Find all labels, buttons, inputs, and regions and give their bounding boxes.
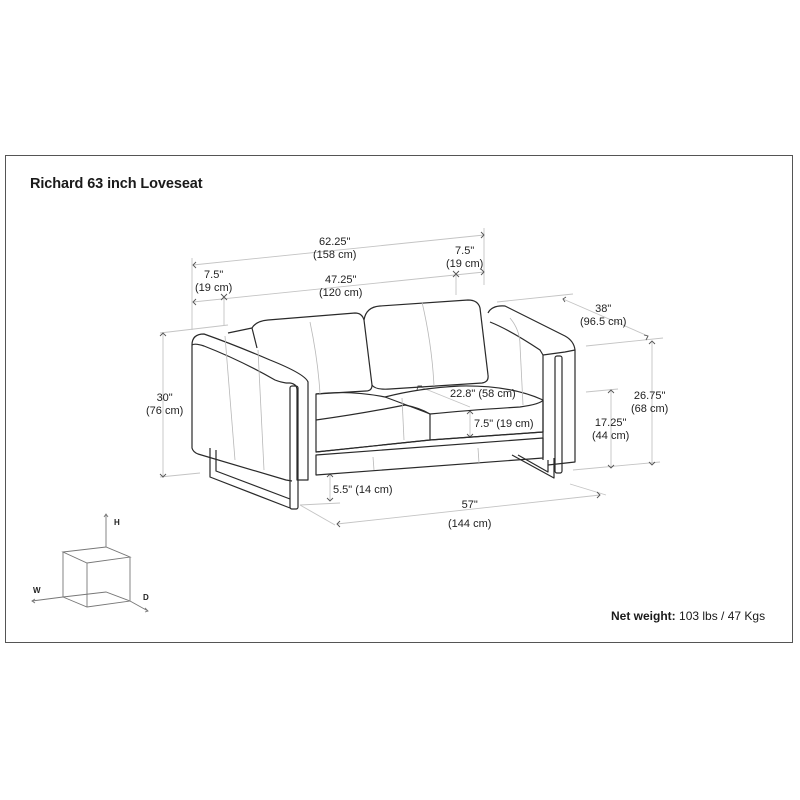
dim-cushion-thickness: 7.5" (19 cm) [474,418,534,431]
dim-left-arm-width: 7.5" (19 cm) [195,269,232,295]
product-title: Richard 63 inch Loveseat [30,176,203,192]
dim-overall-width: 62.25" (158 cm) [313,236,356,262]
dim-inner-width-metric: (120 cm) [319,287,363,299]
dim-depth-metric: (96.5 cm) [580,316,627,328]
sofa-outline [191,299,576,510]
dim-arm-height-imperial: 26.75" [633,390,666,402]
dim-left-arm-metric: (19 cm) [195,282,233,294]
dim-cushion-label: 7.5" (19 cm) [474,418,534,430]
dim-right-arm-metric: (19 cm) [446,258,484,270]
dim-overall-height: 30" (76 cm) [146,392,183,418]
net-weight-value: 103 lbs / 47 Kgs [679,609,766,623]
dim-seat-height-metric: (44 cm) [592,430,630,442]
dim-seat-height-imperial: 17.25" [594,417,627,429]
dimension-arrowheads [159,231,656,528]
dim-overall-width-imperial: 62.25" [318,236,351,248]
dim-right-arm-width: 7.5" (19 cm) [446,245,483,271]
dim-height-imperial: 30" [156,392,173,404]
dimension-lines [159,228,664,526]
dim-arm-height: 26.75" (68 cm) [631,390,668,416]
dim-depth-imperial: 38" [595,303,612,315]
dim-base-width: 57" (144 cm) [448,496,491,534]
dim-clearance-label: 5.5" (14 cm) [333,484,393,496]
dim-inner-width-imperial: 47.25" [324,274,357,286]
dim-seat-depth-label: 22.8" (58 cm) [450,388,516,400]
dim-right-arm-imperial: 7.5" [455,245,475,257]
axes-cube-icon [31,513,149,613]
net-weight-label: Net weight: [611,609,676,623]
seam-lines [224,301,524,471]
dim-height-metric: (76 cm) [146,405,184,417]
dim-left-arm-imperial: 7.5" [204,269,224,281]
dim-overall-depth: 38" (96.5 cm) [580,303,626,329]
dim-inner-width: 47.25" (120 cm) [319,274,362,300]
dim-seat-depth: 22.8" (58 cm) [450,388,516,401]
axis-label-height: H [114,518,120,527]
net-weight: Net weight: 103 lbs / 47 Kgs [611,609,765,623]
axis-label-width: W [33,586,41,595]
dim-base-width-imperial: 57" [461,499,478,511]
dim-overall-width-metric: (158 cm) [313,249,357,261]
dim-arm-height-metric: (68 cm) [631,403,669,415]
dim-ground-clearance: 5.5" (14 cm) [333,484,393,497]
dim-base-width-metric: (144 cm) [448,518,492,530]
diagram-frame [5,155,793,643]
dim-seat-height: 17.25" (44 cm) [592,417,629,443]
axis-label-depth: D [143,593,149,602]
